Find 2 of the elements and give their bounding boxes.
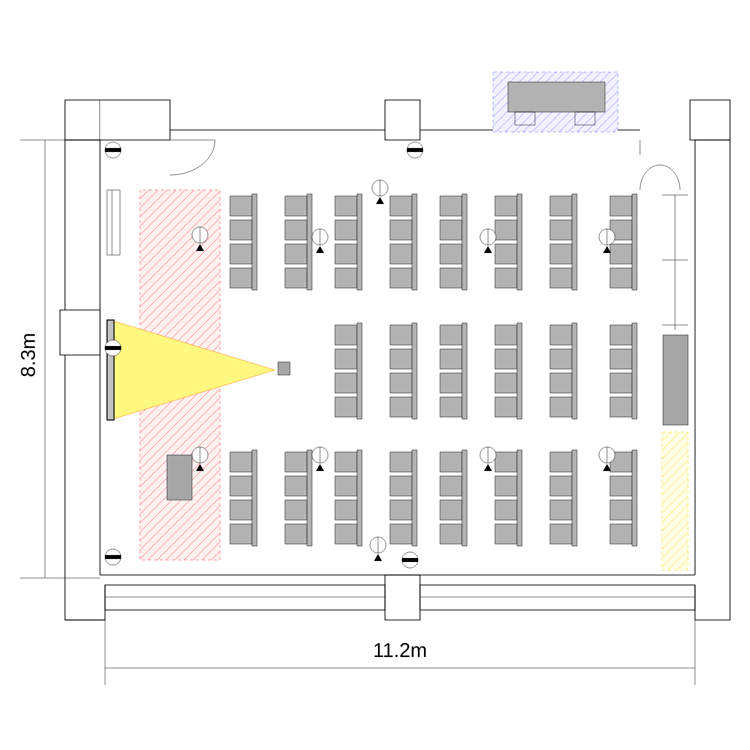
dimension-label: 8.3m — [18, 330, 38, 380]
dimension-label: 11.2m — [374, 643, 426, 657]
